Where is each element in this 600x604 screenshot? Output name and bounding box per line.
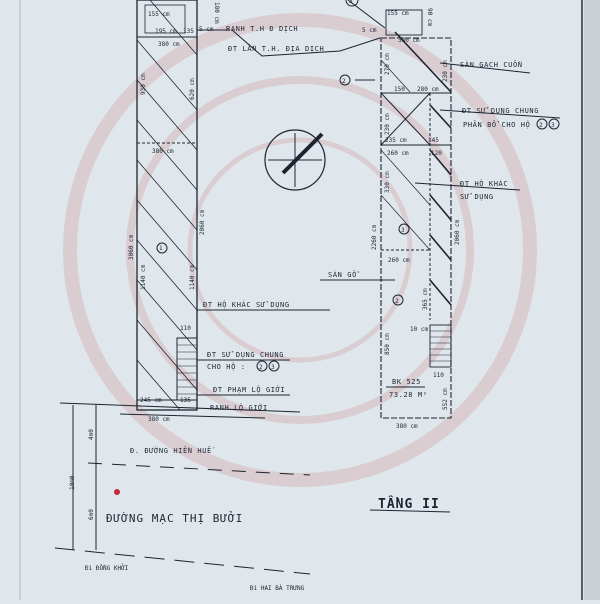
left-dim-stair-width: 110 <box>180 325 191 332</box>
right-dim-w120: 120 <box>431 150 442 157</box>
left-dim-width-mid: 380 cm <box>152 148 174 155</box>
right-dim-h850: 850 cm <box>384 333 391 355</box>
left-plot <box>59 0 381 419</box>
street-width-b: 6m0 <box>88 509 95 520</box>
left-dim-length-left: 3060 cm <box>128 234 135 260</box>
label-right-shared-use: ĐT SỬ DỤNG CHUNG <box>462 107 539 115</box>
right-dim-h230r: 230 cm <box>442 60 449 82</box>
label-other-household: ĐT HỘ KHÁC SỬ DỤNG <box>203 300 290 309</box>
left-dim-seg-left: 1140 cm <box>140 264 147 290</box>
right-dim-w260b: 260 cm <box>388 257 410 264</box>
ref-circle <box>256 360 268 372</box>
red-ink-mark <box>114 489 120 495</box>
left-dim-upper-left: 930 cm <box>140 73 147 95</box>
ref-circle <box>536 118 548 130</box>
right-dim-h552: 552 cm <box>442 388 449 410</box>
right-shared-ref-3: 3 <box>551 122 555 129</box>
right-dim-length-right: 2060 cm <box>454 219 461 245</box>
label-road-boundary: RANH LỘ GIỚI <box>210 403 268 412</box>
right-dim-w235: 235 cm <box>385 137 407 144</box>
right-dim-h330: 330 cm <box>384 171 391 193</box>
street-dong-khoi: Đi ĐỒNG KHỞI <box>85 564 129 572</box>
left-dim-bottom-width: 380 cm <box>148 416 170 423</box>
street-hien-hue: Đ. ĐƯỜNG HIỀN HUẾ <box>130 446 215 455</box>
right-lot-number: 2 <box>395 298 399 305</box>
left-dim-top-inner: 195 cm <box>155 28 177 35</box>
right-dim-h230: 230 cm <box>384 113 391 135</box>
right-lot-ref-top: 3 <box>349 0 353 5</box>
right-dim-offset: 5 cm <box>362 27 377 34</box>
right-dim-h110: 110 <box>433 372 444 379</box>
left-dim-seg-right: 1140 cm <box>189 264 196 290</box>
left-dim-top-width: 155 cm <box>148 11 170 18</box>
street-width-a: 4m0 <box>88 429 95 440</box>
label-right-other-household-2: SỬ DỤNG <box>460 193 494 201</box>
left-dim-top-inner2: 135 <box>183 28 194 35</box>
seal-watermark <box>63 13 537 487</box>
street-mac-thi-buoi: ĐƯỜNG MẠC THỊ BƯỞI <box>106 511 243 525</box>
street-lines <box>54 405 451 575</box>
page-edge <box>584 0 600 600</box>
left-dim-upper-right: 620 cm <box>189 78 196 100</box>
right-lot-ref-2-marker: 2 <box>342 78 346 85</box>
left-dim-offset: 5 cm <box>199 26 214 33</box>
label-encroach: ĐT LẤN T.H. ĐỊA DỊCH <box>228 44 324 53</box>
right-dim-length-left: 2260 cm <box>371 224 378 250</box>
right-lot-ref-3: 3 <box>401 227 405 234</box>
label-boundary-before: RANH T.H Đ DỊCH <box>226 25 298 33</box>
street-width-total: 10m0 <box>69 475 76 490</box>
label-right-other-household: ĐT HỘ KHÁC <box>460 179 508 188</box>
left-dim-bottom-left: 245 cm <box>140 397 162 404</box>
label-area: 73.28 M² <box>389 391 428 399</box>
street-hai-ba-trung: Đi HAI BÀ TRƯNG <box>250 585 305 592</box>
left-dim-bottom-right: 135 <box>180 397 191 404</box>
label-road-violation: ĐT PHẠM LỘ GIỚI <box>213 385 285 394</box>
label-tile-floor: SÀN GẠCH CUỐN <box>460 60 523 69</box>
left-shared-ref-2: 2 <box>259 364 263 371</box>
left-dim-width-top: 380 cm <box>158 41 180 48</box>
right-plot <box>320 0 561 419</box>
right-dim-small: 150 <box>394 86 405 93</box>
label-shared-use: ĐT SỬ DỤNG CHUNG <box>207 351 284 359</box>
right-dim-bottom-width: 380 cm <box>396 423 418 430</box>
right-dim-top-height: 90 cm <box>426 8 433 26</box>
label-shared-for: CHO HỘ : <box>207 362 246 371</box>
label-bk: BK 525 <box>392 378 421 386</box>
floor-title: TẦNG II <box>378 496 440 512</box>
right-dim-top-width: 155 cm <box>387 10 409 17</box>
left-dim-top-height: 180 cm <box>213 2 220 24</box>
label-wood-floor: SÀN GỖ <box>328 270 360 279</box>
right-dim-h365: 365 cm <box>422 288 429 310</box>
right-shared-ref-2: 2 <box>539 122 543 129</box>
right-dim-width-top: 380 cm <box>398 37 420 44</box>
label-shared-alloc: PHÂN BỔ CHO HỘ <box>463 120 530 129</box>
left-shared-ref-3: 3 <box>271 364 275 371</box>
right-dim-mid-width: 280 cm <box>417 86 439 93</box>
right-dim-h270: 270 cm <box>384 53 391 75</box>
ref-circle <box>548 118 560 130</box>
left-lot-number: 1 <box>159 245 163 252</box>
north-arrow-icon <box>264 129 326 191</box>
right-dim-h10: 10 cm <box>410 326 428 333</box>
right-dim-w145: 145 <box>428 137 439 144</box>
ref-circle <box>268 360 280 372</box>
left-dim-length-right: 2060 cm <box>199 209 206 235</box>
right-dim-w260: 260 cm <box>387 150 409 157</box>
